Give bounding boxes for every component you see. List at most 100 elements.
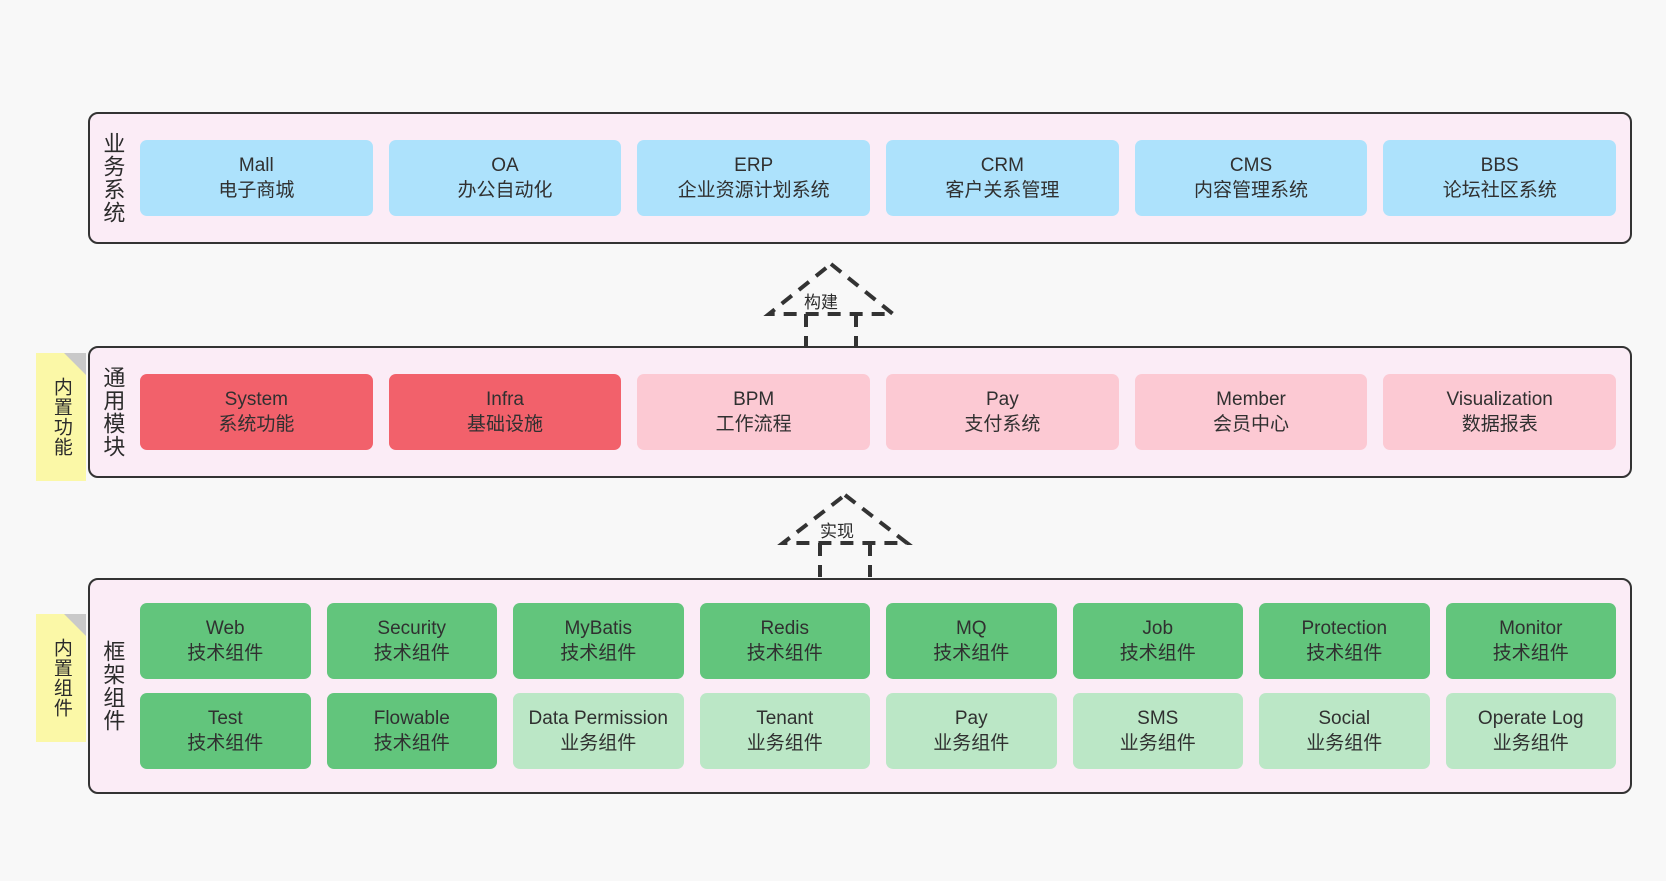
sticky-fold-corner-icon	[64, 614, 86, 636]
cell-desc: 论坛社区系统	[1442, 180, 1557, 201]
cell-name: Protection	[1301, 617, 1388, 639]
sticky-fold-corner-icon	[64, 353, 86, 375]
framework-card-job[interactable]: Job 技术组件	[1072, 603, 1243, 679]
sticky-note-builtin-features-label: 内置功能	[50, 377, 72, 457]
framework-card-web[interactable]: Web 技术组件	[140, 603, 311, 679]
cell-desc: 电子商城	[218, 180, 295, 201]
cell-name: Data Permission	[528, 707, 668, 729]
cell-name: Infra	[485, 388, 525, 410]
connector-build: 构建	[756, 258, 906, 350]
framework-card-test[interactable]: Test 技术组件	[140, 693, 311, 769]
cell-desc: 业务组件	[560, 733, 637, 754]
module-card-infra[interactable]: Infra 基础设施	[388, 374, 622, 450]
cell-name: MQ	[955, 617, 987, 639]
business-card-mall[interactable]: Mall 电子商城	[140, 140, 373, 216]
cell-name: CMS	[1229, 154, 1273, 176]
cell-name: Web	[205, 617, 245, 639]
cell-desc: 企业资源计划系统	[677, 180, 830, 201]
cell-name: Operate Log	[1477, 707, 1584, 729]
module-card-pay[interactable]: Pay 支付系统	[886, 374, 1119, 450]
connector-build-label: 构建	[804, 293, 838, 312]
cell-desc: 系统功能	[218, 414, 295, 435]
framework-card-social[interactable]: Social 业务组件	[1259, 693, 1430, 769]
cell-desc: 技术组件	[1119, 643, 1196, 664]
module-card-member[interactable]: Member 会员中心	[1134, 374, 1368, 450]
layer-business-label: 业务系统	[100, 132, 126, 224]
cell-name: Monitor	[1499, 617, 1563, 639]
cell-name: Security	[377, 617, 447, 639]
cell-name: Pay	[954, 707, 988, 729]
build-arrow-icon	[763, 261, 899, 350]
cell-desc: 办公自动化	[457, 180, 553, 201]
cell-desc: 技术组件	[187, 643, 264, 664]
cell-desc: 内容管理系统	[1194, 180, 1309, 201]
sticky-note-builtin-components: 内置组件	[36, 614, 86, 742]
cell-desc: 技术组件	[373, 643, 450, 664]
connector-implement-label: 实现	[820, 522, 854, 541]
sticky-note-builtin-features: 内置功能	[36, 353, 86, 481]
business-card-crm[interactable]: CRM 客户关系管理	[886, 140, 1119, 216]
cell-name: Pay	[985, 388, 1019, 410]
cell-desc: 客户关系管理	[945, 180, 1060, 201]
sticky-note-builtin-components-label: 内置组件	[50, 638, 72, 718]
module-card-bpm[interactable]: BPM 工作流程	[637, 374, 871, 450]
framework-card-monitor[interactable]: Monitor 技术组件	[1445, 603, 1616, 679]
cell-name: Flowable	[373, 707, 450, 729]
cell-desc: 技术组件	[187, 733, 264, 754]
framework-card-security[interactable]: Security 技术组件	[326, 603, 497, 679]
cell-desc: 技术组件	[1492, 643, 1569, 664]
cell-name: BPM	[733, 388, 775, 410]
layer-framework-label: 框架组件	[100, 640, 126, 732]
cell-name: BBS	[1480, 154, 1519, 176]
cell-name: Social	[1318, 707, 1371, 729]
cell-desc: 业务组件	[746, 733, 823, 754]
cell-desc: 会员中心	[1213, 414, 1290, 435]
layer-module-label: 通用模块	[100, 366, 126, 458]
cell-name: OA	[491, 154, 519, 176]
cell-name: Job	[1142, 617, 1174, 639]
framework-card-flowable[interactable]: Flowable 技术组件	[326, 693, 497, 769]
framework-card-data-permission[interactable]: Data Permission 业务组件	[513, 693, 684, 769]
cell-desc: 技术组件	[746, 643, 823, 664]
cell-desc: 数据报表	[1461, 414, 1538, 435]
framework-card-mq[interactable]: MQ 技术组件	[886, 603, 1057, 679]
business-card-oa[interactable]: OA 办公自动化	[388, 140, 622, 216]
cell-desc: 支付系统	[964, 414, 1041, 435]
cell-desc: 业务组件	[1306, 733, 1383, 754]
cell-desc: 技术组件	[560, 643, 637, 664]
cell-desc: 业务组件	[933, 733, 1010, 754]
cell-name: CRM	[980, 154, 1024, 176]
cell-name: Member	[1216, 388, 1286, 410]
business-card-cms[interactable]: CMS 内容管理系统	[1134, 140, 1368, 216]
cell-desc: 工作流程	[715, 414, 792, 435]
cell-name: Mall	[238, 154, 274, 176]
framework-card-pay[interactable]: Pay 业务组件	[886, 693, 1057, 769]
cell-name: Test	[207, 707, 243, 729]
cell-desc: 基础设施	[467, 414, 544, 435]
implement-arrow-icon	[777, 492, 913, 577]
cell-desc: 业务组件	[1119, 733, 1196, 754]
cell-desc: 技术组件	[933, 643, 1010, 664]
business-card-bbs[interactable]: BBS 论坛社区系统	[1383, 140, 1617, 216]
cell-desc: 技术组件	[373, 733, 450, 754]
